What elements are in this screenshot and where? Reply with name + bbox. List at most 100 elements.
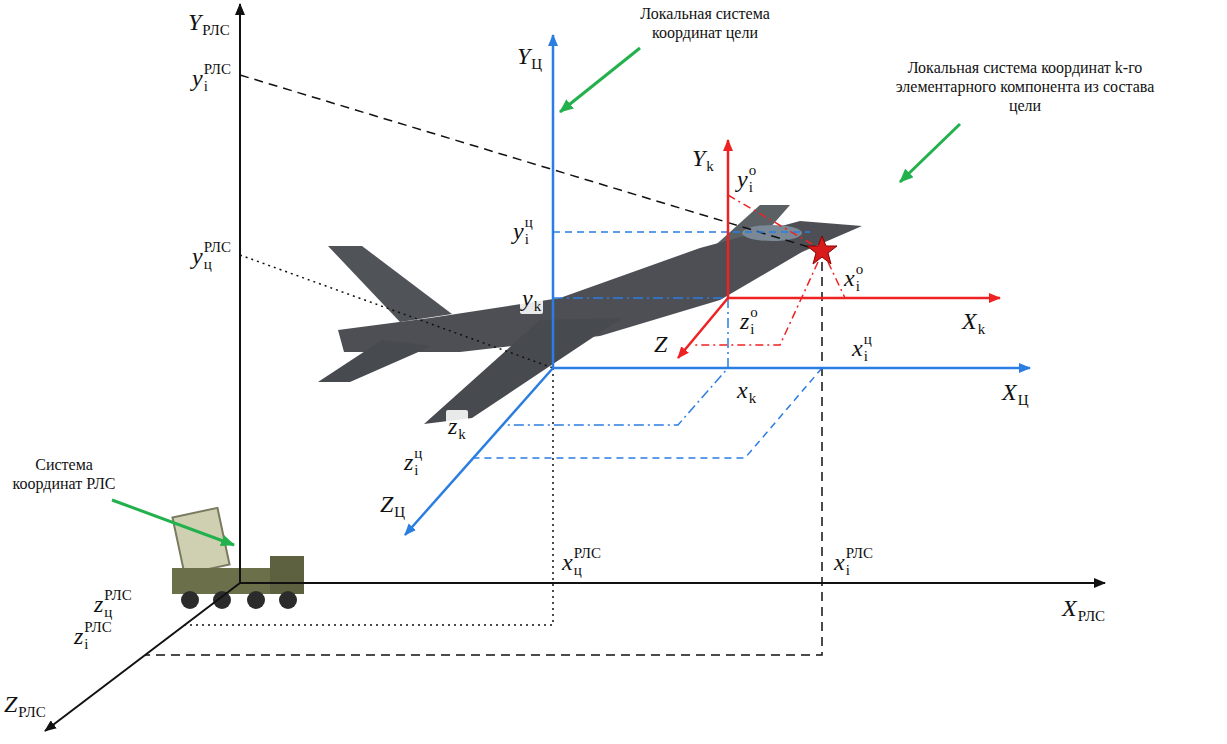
guide-dashdot-red	[692, 262, 818, 345]
guide-dashed-blue	[553, 231, 810, 233]
index-stack: РЛСц	[204, 240, 231, 272]
axis-letter: y	[513, 219, 524, 243]
index-stack: oi	[749, 163, 757, 195]
aircraft-tail-fin	[328, 246, 452, 322]
subscript-index: i	[204, 79, 231, 94]
index-stack: цi	[414, 446, 422, 478]
superscript-index: РЛС	[104, 588, 131, 603]
index-stack: РЛС	[1078, 592, 1105, 624]
aircraft-picture	[318, 205, 862, 424]
axis-letter: x	[562, 550, 573, 574]
index-stack: цi	[864, 332, 872, 364]
radar-axis-z	[45, 583, 240, 731]
callout-text: Локальная система координат k-го элемент…	[880, 58, 1170, 116]
axis-label: xРЛСi	[832, 546, 875, 578]
axis-letter: Z	[380, 492, 393, 516]
index-stack: Ц	[531, 40, 542, 72]
guide-dashdot-red	[728, 195, 812, 244]
subscript-index: k	[706, 159, 714, 174]
axis-label: ZЦ	[378, 488, 407, 520]
aircraft-wing	[424, 318, 622, 424]
component-axis-y	[727, 140, 730, 298]
superscript-index: o	[856, 262, 864, 277]
subscript-index: i	[525, 232, 533, 247]
axis-letter: x	[834, 550, 845, 574]
superscript-index: РЛС	[84, 620, 111, 635]
index-stack: oi	[856, 262, 864, 294]
axis-letter: x	[737, 378, 748, 402]
subscript-index: i	[846, 563, 873, 578]
index-stack: РЛС ц	[574, 546, 601, 578]
axis-letter: y	[192, 66, 203, 90]
target-axis-x	[553, 367, 1030, 370]
subscript-index: РЛС	[202, 23, 229, 38]
subscript-index: i	[749, 180, 757, 195]
axis-label: YЦ	[515, 40, 544, 72]
axis-label: xРЛС ц	[560, 546, 603, 578]
index-stack: РЛС ц	[104, 588, 131, 620]
axis-letter: Y	[517, 44, 530, 68]
radar-axis-x	[240, 582, 1105, 584]
axis-label: yoi	[735, 163, 758, 195]
axis-label: zk	[446, 410, 468, 442]
callout-arrow	[112, 500, 234, 545]
axis-letter: Y	[692, 146, 705, 170]
guide-dashdot-blue	[553, 297, 726, 299]
axis-label: Xk	[960, 305, 987, 337]
axis-letter: y	[737, 167, 748, 191]
axis-label: yРЛСц	[190, 240, 233, 272]
axis-letter: z	[404, 450, 413, 474]
axis-letter: X	[1002, 380, 1017, 404]
axis-label: yk	[520, 282, 543, 314]
index-stack: k	[749, 374, 757, 406]
axis-letter: Y	[188, 10, 201, 34]
subscript-index: Ц	[1018, 393, 1029, 408]
subscript-index: ц	[204, 257, 231, 272]
subscript-index: ц	[574, 563, 601, 578]
target-axis-y	[552, 35, 555, 368]
axis-label: yцi	[511, 215, 535, 247]
axis-letter: x	[852, 336, 863, 360]
axis-label: XРЛС	[1060, 592, 1107, 624]
axis-label: yРЛСi	[190, 62, 233, 94]
index-stack: РЛС	[202, 6, 229, 38]
index-stack: РЛС	[18, 688, 45, 720]
axis-label: Z	[652, 332, 669, 356]
subscript-index: i	[84, 637, 111, 652]
radar-vehicle-picture	[172, 508, 304, 609]
subscript-index: ц	[104, 605, 131, 620]
index-stack: Ц	[1018, 376, 1029, 408]
superscript-index: ц	[525, 215, 533, 230]
axis-letter: y	[522, 286, 533, 310]
radar-wheel	[213, 591, 231, 609]
subscript-index: Ц	[394, 505, 405, 520]
axis-letter: Z	[4, 692, 17, 716]
axis-label: xцi	[850, 332, 874, 364]
radar-axis-y	[239, 4, 241, 583]
subscript-index: i	[750, 322, 758, 337]
superscript-index: ц	[414, 446, 422, 461]
axis-letter: z	[74, 624, 83, 648]
radar-wheel	[181, 591, 199, 609]
superscript-index: РЛС	[574, 546, 601, 561]
subscript-index: k	[978, 322, 986, 337]
axis-label: zРЛС i	[72, 620, 114, 652]
subscript-index: i	[864, 349, 872, 364]
subscript-index: i	[856, 279, 864, 294]
axis-letter: X	[1062, 596, 1077, 620]
axis-label: xk	[735, 374, 758, 406]
guide-dashed-blue	[473, 368, 822, 458]
subscript-index: k	[749, 391, 757, 406]
subscript-index: Ц	[531, 57, 542, 72]
callout-arrow	[900, 124, 960, 182]
superscript-index: o	[750, 305, 758, 320]
component-axis-z	[678, 298, 728, 358]
axis-letter: z	[740, 309, 749, 333]
axis-label: XЦ	[1000, 376, 1031, 408]
axis-letter: z	[94, 592, 103, 616]
radar-wheel	[247, 591, 265, 609]
index-stack: oi	[750, 305, 758, 337]
index-stack: РЛС i	[84, 620, 111, 652]
